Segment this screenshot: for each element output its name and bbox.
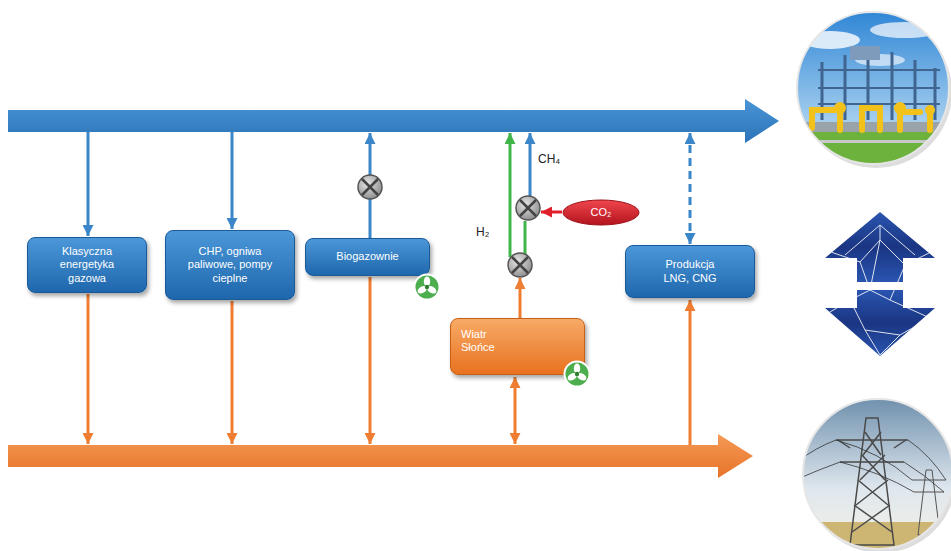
gas-station-photo xyxy=(862,108,880,130)
renewable-icon xyxy=(415,275,440,300)
node-label: CO₂ xyxy=(591,206,612,219)
power-flow-arrow xyxy=(369,277,372,444)
process-box: Klasyczna energetyka gazowa xyxy=(27,237,147,293)
gas-station-photo xyxy=(837,112,843,130)
gas-network-arrow xyxy=(8,99,779,143)
grid-link-arrow xyxy=(825,290,930,355)
renewable-icon xyxy=(565,362,590,387)
hydrogen-line xyxy=(509,133,512,257)
renewable-icon xyxy=(415,275,440,300)
node-label: Produkcja LNG, CNG xyxy=(653,258,727,284)
gas-flow-arrow xyxy=(529,133,532,196)
gas-flow-arrow xyxy=(87,132,90,236)
power-flow-arrow xyxy=(231,301,234,444)
renewable-icon xyxy=(425,285,429,289)
grid-link-arrow xyxy=(860,240,905,300)
power-grid-arrow xyxy=(8,434,753,478)
gas-station-photo xyxy=(900,112,920,130)
co2-arrow xyxy=(541,211,562,214)
gas-station-photo xyxy=(796,122,950,132)
gas-station-photo xyxy=(812,108,930,130)
gas-flow-arrow xyxy=(689,133,692,244)
power-flow-arrow xyxy=(519,278,522,318)
photo-frame xyxy=(797,12,949,164)
power-line-photo xyxy=(836,418,908,545)
gas-station-photo xyxy=(796,11,950,168)
grid-link-arrow xyxy=(825,212,935,282)
grid-link-arrow xyxy=(825,240,935,265)
gas-station-photo xyxy=(812,110,835,128)
grid-link-arrow xyxy=(825,290,935,356)
gas-station-photo xyxy=(850,46,880,60)
ellipse-outline xyxy=(563,200,639,225)
power-line-photo xyxy=(800,440,946,492)
node-label: Biogazownie xyxy=(336,250,398,263)
grid-link-arrow xyxy=(825,225,935,355)
power-flow-arrow xyxy=(514,377,517,444)
gas-station-photo xyxy=(925,105,935,115)
renewable-icon xyxy=(565,362,590,387)
renewable-icon xyxy=(575,372,579,376)
valve-symbol xyxy=(520,200,536,216)
grid-link-arrow xyxy=(845,225,915,255)
power-line-photo xyxy=(912,480,946,492)
power-flow-arrow xyxy=(88,277,690,445)
hydrogen-line xyxy=(524,221,527,254)
gas-station-photo xyxy=(894,102,906,114)
renewable-icon xyxy=(413,273,441,301)
gas-station-photo xyxy=(834,102,935,115)
node-label: CHP, ogniwa paliwowe, pompy cieplne xyxy=(187,245,273,285)
process-box: Biogazownie xyxy=(305,238,430,276)
power-line-photo xyxy=(836,440,946,492)
photo-frame xyxy=(803,399,951,549)
node-label: Klasyczna energetyka gazowa xyxy=(51,245,123,285)
renewable-icon xyxy=(563,360,591,388)
node-label: Wiatr Słońce xyxy=(461,328,505,354)
process-box: CHP, ogniwa paliwowe, pompy cieplne xyxy=(165,230,295,300)
power-line-photo xyxy=(800,398,951,551)
gas-flow-arrow xyxy=(88,132,690,244)
gas-flow-arrow xyxy=(231,132,234,229)
gas-station-photo xyxy=(927,114,933,130)
gas-station-photo xyxy=(796,128,950,168)
gas-station-photo xyxy=(818,70,940,104)
gas-station-photo xyxy=(834,102,846,114)
gas-station-photo xyxy=(870,22,940,38)
grid-link-arrow xyxy=(825,212,935,356)
process-box: Produkcja LNG, CNG xyxy=(625,245,755,298)
valve-symbol xyxy=(516,196,540,220)
gas-station-photo xyxy=(796,11,950,165)
valve-symbol xyxy=(508,253,532,277)
hydrogen-line xyxy=(510,133,525,257)
power-line-photo xyxy=(800,440,840,478)
power-line-photo xyxy=(850,418,894,545)
valve-symbol xyxy=(512,257,528,273)
valve-symbol xyxy=(358,175,382,199)
valve-symbol xyxy=(362,179,378,195)
input-ellipse: CO₂ xyxy=(562,199,640,226)
flow-label: H₂ xyxy=(476,225,489,239)
flow-label: CH₄ xyxy=(538,152,560,166)
power-flow-arrow xyxy=(689,300,692,445)
power-flow-arrow xyxy=(87,294,90,444)
source-box: Wiatr Słońce xyxy=(450,318,585,375)
